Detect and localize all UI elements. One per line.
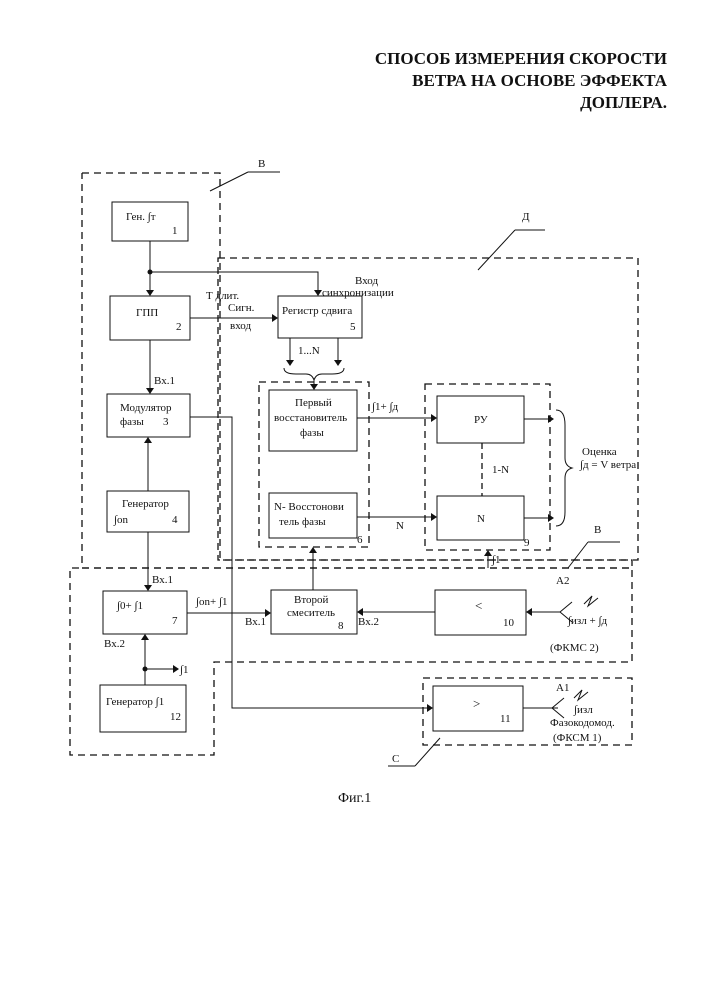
label-vx2-mix1: Вх.2 xyxy=(104,638,125,650)
zone-b-mid-leader xyxy=(568,542,588,568)
arrow-mixer1-in1 xyxy=(144,585,152,591)
figure-caption: Фиг.1 xyxy=(338,791,371,806)
arrow-restorer-in xyxy=(310,384,318,390)
label-vx1-mix1: Вх.1 xyxy=(152,574,173,586)
zone-c-leader xyxy=(415,738,440,766)
block-register-name: Регистр сдвига xyxy=(282,305,352,317)
arrow-comp10-in xyxy=(526,608,532,616)
block-gen-fon-line1: Генератор xyxy=(122,498,169,510)
arrow-f1-block9 xyxy=(484,550,492,556)
arrow-restorers-in xyxy=(309,547,317,553)
label-f1-bottom9: ∫1 xyxy=(491,554,501,566)
brace-output xyxy=(556,410,572,526)
wire-modulator-to-comp11 xyxy=(190,417,427,708)
arrow-gpp-in xyxy=(146,290,154,296)
wire-sync xyxy=(150,272,318,290)
zone-d-label: Д xyxy=(522,211,530,223)
label-vx1-mod: Вх.1 xyxy=(154,375,175,387)
zone-a2-boundary xyxy=(70,568,632,755)
block-restorer1-line1: Первый xyxy=(295,397,332,409)
label-f1-out: ∫1 xyxy=(179,664,189,676)
block-restorer1-line2: восстановитель xyxy=(274,412,347,424)
block-mixer2-line1: Второй xyxy=(294,594,328,606)
label-fksm1: (ФКСМ 1) xyxy=(553,732,602,744)
arrow-mixer2-in2 xyxy=(357,608,363,616)
label-vx1-mix2: Вх.1 xyxy=(245,616,266,628)
block-gen-f1-num: 12 xyxy=(170,711,181,723)
block-gen-f1-name: Генератор ∫1 xyxy=(106,696,164,708)
block-mixer1-name: ∫0+ ∫1 xyxy=(116,600,143,612)
block-restorerN-line1: N- Восстонови xyxy=(274,501,344,513)
arrow-mixer1-in2 xyxy=(141,634,149,640)
arrow-ru-in xyxy=(431,414,437,422)
label-1-n-reg: 1...N xyxy=(298,345,320,357)
block-restorerN-line2: тель фазы xyxy=(279,516,326,528)
block-modulator-line2: фазы xyxy=(120,416,144,428)
zone-b-mid-label: В xyxy=(594,524,601,536)
arrow-sync-in xyxy=(314,290,322,296)
arrow-ru-out xyxy=(548,415,554,423)
label-sign: Сигн. xyxy=(228,302,255,314)
block-gen-ft-name: Ген. ∫т xyxy=(126,211,156,223)
block-register-num: 5 xyxy=(350,321,356,333)
label-f1-fd: ∫1+ ∫д xyxy=(371,401,398,413)
block-mixer1-num: 7 xyxy=(172,615,178,627)
block-n-num: 9 xyxy=(524,537,530,549)
block-gen-ft-num: 1 xyxy=(172,225,178,237)
signal-wave-a1-icon xyxy=(574,690,588,700)
brace-register xyxy=(284,368,344,380)
block-comp11-symbol: > xyxy=(473,696,480,711)
block-mixer-first xyxy=(103,591,187,634)
arrow-register-in xyxy=(272,314,278,322)
block-gen-fon-num: 4 xyxy=(172,514,178,526)
arrow-modulator-in xyxy=(146,388,154,394)
block-gpp-num: 2 xyxy=(176,321,182,333)
block-ru-name: РУ xyxy=(474,414,488,426)
zone-d-leader xyxy=(478,230,515,270)
label-fon-f1: ∫on+ ∫1 xyxy=(195,596,227,608)
block-modulator-num: 3 xyxy=(163,416,169,428)
label-ocenka: Оценка xyxy=(582,446,617,458)
arrow-reg-out-1 xyxy=(286,360,294,366)
label-t-dlit: Т длит. xyxy=(206,290,239,302)
zone-c-label: С xyxy=(392,753,399,765)
zone-d-boundary xyxy=(218,258,638,560)
label-vx2-mix2: Вх.2 xyxy=(358,616,379,628)
label-zone-a1: А1 xyxy=(556,682,569,694)
label-fazokod: Фазокодомод. xyxy=(550,717,615,729)
block-comp10-num: 10 xyxy=(503,617,515,629)
arrow-n-in xyxy=(431,513,437,521)
block-gen-f1 xyxy=(100,685,186,732)
zone-a2-label: А2 xyxy=(556,575,569,587)
block-restorer-num: 6 xyxy=(357,534,363,546)
block-comp10-symbol: < xyxy=(475,598,482,613)
signal-wave-a2-icon xyxy=(584,596,598,606)
arrow-f1-out xyxy=(173,665,179,673)
block9-group-boundary xyxy=(425,384,550,550)
label-vhod: вход xyxy=(230,320,251,332)
arrow-reg-out-n xyxy=(334,360,342,366)
block-gpp-name: ГПП xyxy=(136,307,158,319)
label-vhod-sync-2: синхронизации xyxy=(322,287,394,299)
block-modulator-line1: Модулятор xyxy=(120,402,172,414)
block-gen-fon-line2: ∫on xyxy=(113,514,129,526)
arrow-comp11-in xyxy=(427,704,433,712)
arrow-modulator-in2 xyxy=(144,437,152,443)
zone-b-leader xyxy=(210,172,248,191)
label-f-izl: ∫изл xyxy=(573,704,593,716)
block-restorer1-line3: фазы xyxy=(300,427,324,439)
block-n-name: N xyxy=(477,513,485,525)
label-fkms2: (ФКМС 2) xyxy=(550,642,599,654)
block-comp11-num: 11 xyxy=(500,713,511,725)
label-fd-v: ∫д = V ветра xyxy=(579,459,636,471)
label-vhod-sync-1: Вход xyxy=(355,275,378,287)
label-1-n-mid: 1-N xyxy=(492,464,509,476)
arrow-n-out xyxy=(548,514,554,522)
block-mixer2-num: 8 xyxy=(338,620,344,632)
block-mixer2-line2: смеситель xyxy=(287,607,335,619)
label-f-izl-fd: ∫изл + ∫д xyxy=(567,615,607,627)
zone-b-label: В xyxy=(258,158,265,170)
label-n-wire: N xyxy=(396,520,404,532)
